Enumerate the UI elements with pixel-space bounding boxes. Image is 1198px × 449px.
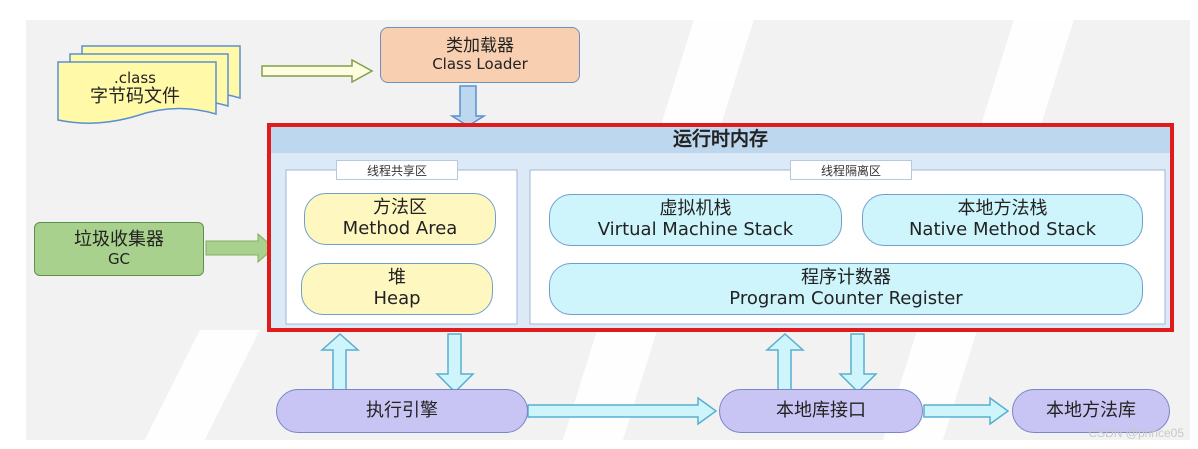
shared-region-label: 线程共享区: [336, 160, 458, 180]
heap-box: 堆 Heap: [301, 263, 493, 315]
method-area-cn: 方法区: [373, 197, 427, 219]
class-file-extension: .class: [113, 69, 156, 88]
native-library-box: 本地方法库: [1012, 389, 1170, 433]
vm-stack-en: Virtual Machine Stack: [597, 219, 794, 240]
csdn-watermark: CSDN @prince05: [1088, 426, 1184, 440]
class-file-title: 字节码文件: [90, 86, 180, 108]
vm-stack-cn: 虚拟机栈: [659, 198, 732, 220]
runtime-memory-title: 运行时内存: [672, 128, 768, 151]
class-file-label: .class 字节码文件: [60, 64, 210, 114]
gc-en: GC: [107, 249, 131, 268]
execution-engine-box: 执行引擎: [276, 389, 528, 433]
class-loader-box: 类加载器 Class Loader: [380, 27, 580, 83]
heap-en: Heap: [373, 288, 421, 309]
pc-register-cn: 程序计数器: [801, 267, 891, 289]
arrow-interface-to-library: [923, 396, 1010, 426]
arrow-up-engine-to-shared: [320, 332, 360, 393]
gc-box: 垃圾收集器 GC: [34, 222, 204, 276]
gc-cn: 垃圾收集器: [74, 229, 164, 251]
arrow-down-shared-to-engine: [435, 333, 475, 394]
arrow-classfile-to-loader: [261, 58, 374, 84]
native-stack-en: Native Method Stack: [908, 219, 1097, 240]
arrow-gc-to-runtime: [205, 232, 275, 264]
class-loader-cn: 类加载器: [446, 35, 514, 56]
class-file-stack-icon: [57, 45, 241, 124]
pc-register-box: 程序计数器 Program Counter Register: [549, 263, 1143, 315]
arrow-up-interface-to-isolated: [765, 332, 805, 393]
class-loader-en: Class Loader: [432, 55, 528, 74]
native-method-stack-box: 本地方法栈 Native Method Stack: [862, 194, 1143, 246]
heap-cn: 堆: [388, 267, 406, 289]
method-area-box: 方法区 Method Area: [304, 193, 496, 245]
isolated-region-label: 线程隔离区: [790, 160, 912, 180]
native-interface-box: 本地库接口: [719, 389, 923, 433]
native-stack-cn: 本地方法栈: [957, 198, 1048, 220]
pc-register-en: Program Counter Register: [729, 288, 963, 309]
arrow-engine-to-interface: [527, 396, 718, 426]
runtime-memory-title-bar: [271, 127, 1170, 153]
vm-stack-box: 虚拟机栈 Virtual Machine Stack: [549, 194, 842, 246]
arrow-down-isolated-to-interface: [838, 333, 878, 394]
arrow-loader-to-runtime: [449, 85, 487, 127]
method-area-en: Method Area: [342, 218, 458, 239]
